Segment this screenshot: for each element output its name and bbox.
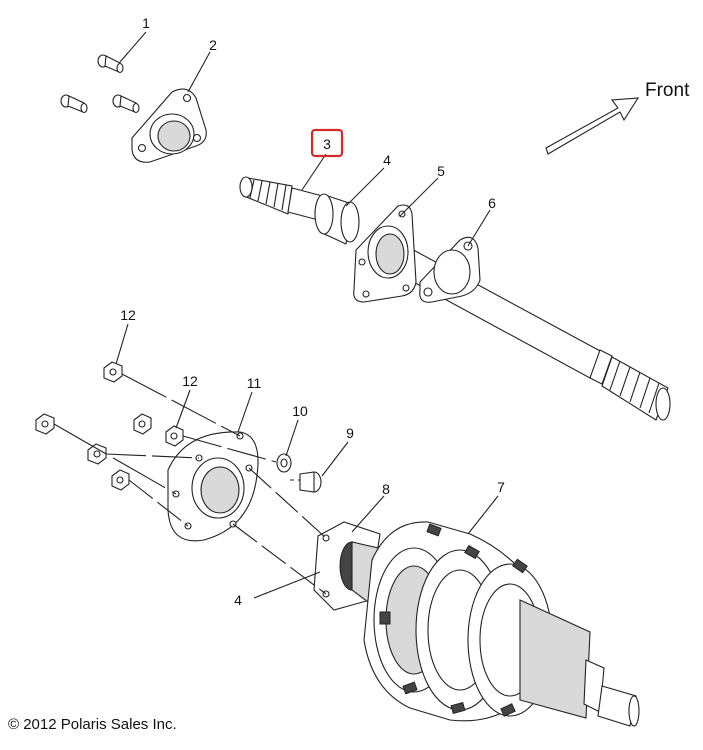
nut-left-a[interactable] <box>35 413 55 435</box>
front-label: Front <box>645 80 690 101</box>
highlighted-callout-box <box>310 128 344 158</box>
flange-plate-part-2[interactable] <box>131 88 207 163</box>
callout-12-b[interactable]: 12 <box>182 373 198 389</box>
callout-4-lower[interactable]: 4 <box>234 592 242 608</box>
washer-part-10[interactable] <box>276 453 292 473</box>
gasket-plate-part-6[interactable] <box>419 236 481 303</box>
nut-left-c[interactable] <box>87 443 107 465</box>
drive-sprocket-part-7[interactable] <box>363 521 640 727</box>
callout-11[interactable]: 11 <box>247 375 262 391</box>
retainer-plate-part-11[interactable] <box>167 431 259 542</box>
callout-5[interactable]: 5 <box>437 163 445 179</box>
callout-7[interactable]: 7 <box>497 479 505 495</box>
bearing-part-4-upper[interactable] <box>314 193 360 245</box>
callout-10[interactable]: 10 <box>292 403 308 419</box>
callout-2[interactable]: 2 <box>209 37 217 53</box>
bolt-part-1-b[interactable] <box>60 94 88 114</box>
callout-4-upper[interactable]: 4 <box>383 152 391 168</box>
leader-lines <box>53 31 499 599</box>
pin-part-9[interactable] <box>299 471 322 493</box>
copyright-notice: © 2012 Polaris Sales Inc. <box>8 716 177 733</box>
callout-3[interactable]: 3 <box>323 136 331 152</box>
drive-shaft-part-3[interactable] <box>239 176 671 421</box>
bolt-part-1-c[interactable] <box>112 94 140 114</box>
callout-1[interactable]: 1 <box>142 15 150 31</box>
bearing-housing-part-5[interactable] <box>353 204 417 303</box>
callout-9[interactable]: 9 <box>346 425 354 441</box>
callout-6[interactable]: 6 <box>488 195 496 211</box>
nut-left-d[interactable] <box>111 469 130 491</box>
nut-left-b[interactable] <box>133 413 152 435</box>
front-direction-arrow <box>545 97 640 155</box>
callout-12-a[interactable]: 12 <box>120 307 136 323</box>
nut-part-12-a[interactable] <box>103 361 123 383</box>
bolt-part-1-a[interactable] <box>97 54 124 74</box>
callout-8[interactable]: 8 <box>382 481 390 497</box>
nut-part-12-b[interactable] <box>165 425 184 447</box>
